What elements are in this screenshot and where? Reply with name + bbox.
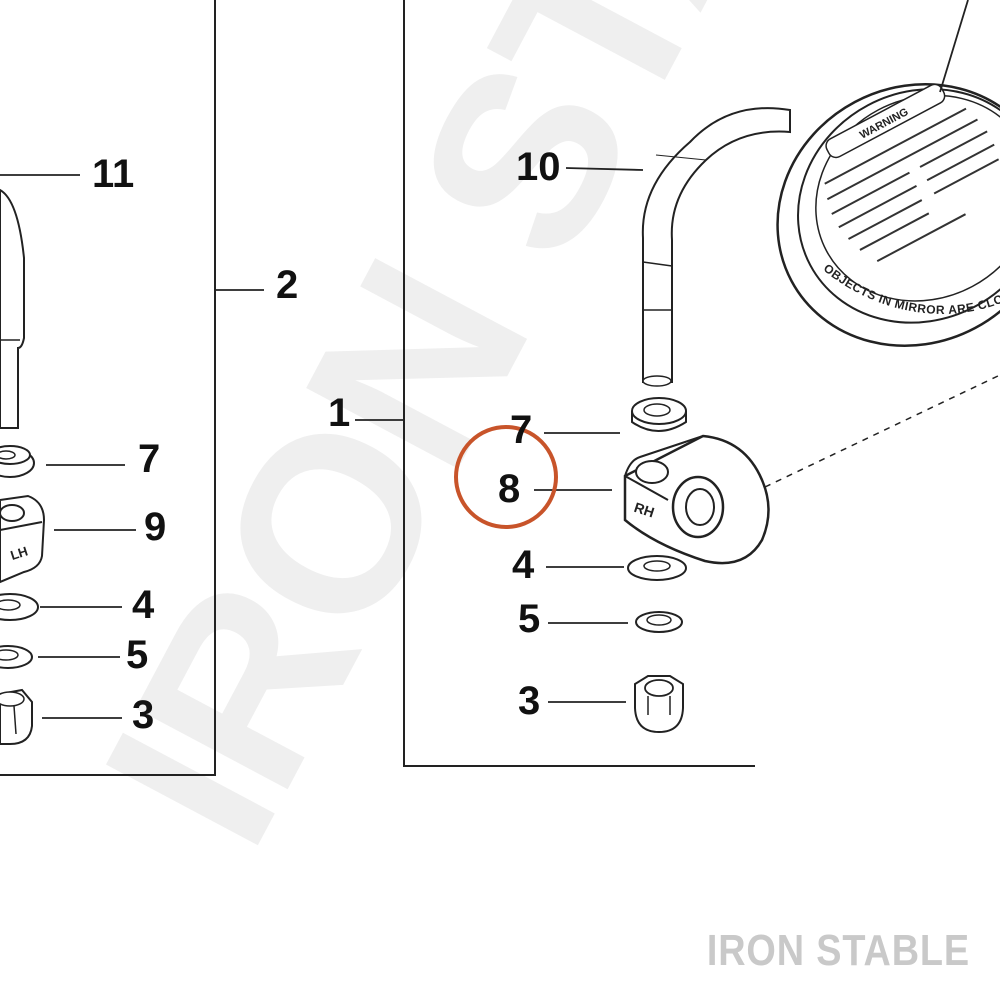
right-group-frame — [403, 0, 755, 767]
right-mirror-stem — [641, 107, 791, 383]
left-group-frame — [0, 0, 216, 776]
right-seal — [631, 397, 687, 432]
callout-10: 10 — [516, 145, 561, 189]
left-lock-washer — [0, 645, 33, 669]
callout-9: 9 — [144, 505, 166, 549]
left-flat-washer — [0, 593, 39, 621]
callout-7-left: 7 — [138, 437, 160, 481]
lh-bracket: LH — [0, 494, 46, 584]
leader-lines — [0, 0, 969, 719]
warning-label-box — [825, 83, 946, 159]
right-lock-washer — [635, 611, 683, 633]
callout-11: 11 — [92, 152, 134, 196]
highlight-circle — [454, 425, 558, 529]
right-flat-washer — [627, 555, 687, 581]
left-acorn-nut — [0, 688, 33, 745]
left-mirror-stem — [0, 188, 25, 429]
callout-3-right: 3 — [518, 679, 540, 723]
warning-fine-print — [824, 107, 1000, 263]
callout-5-right: 5 — [518, 597, 540, 641]
callout-4-right: 4 — [512, 543, 535, 587]
callout-7-right: 7 — [510, 408, 532, 452]
brand-logo-text: IRON STABLE — [706, 926, 970, 975]
rh-bracket: RH — [623, 434, 770, 565]
rh-label: RH — [632, 499, 656, 520]
callout-1: 1 — [328, 391, 350, 435]
callout-2: 2 — [276, 263, 298, 307]
callout-8: 8 — [498, 467, 520, 511]
callout-4-left: 4 — [132, 583, 155, 627]
lh-label: LH — [9, 543, 30, 563]
callout-5-left: 5 — [126, 633, 148, 677]
right-acorn-nut — [634, 675, 684, 734]
left-seal — [0, 445, 35, 478]
callout-3-left: 3 — [132, 693, 154, 737]
alignment-dashed-line — [764, 374, 1000, 488]
